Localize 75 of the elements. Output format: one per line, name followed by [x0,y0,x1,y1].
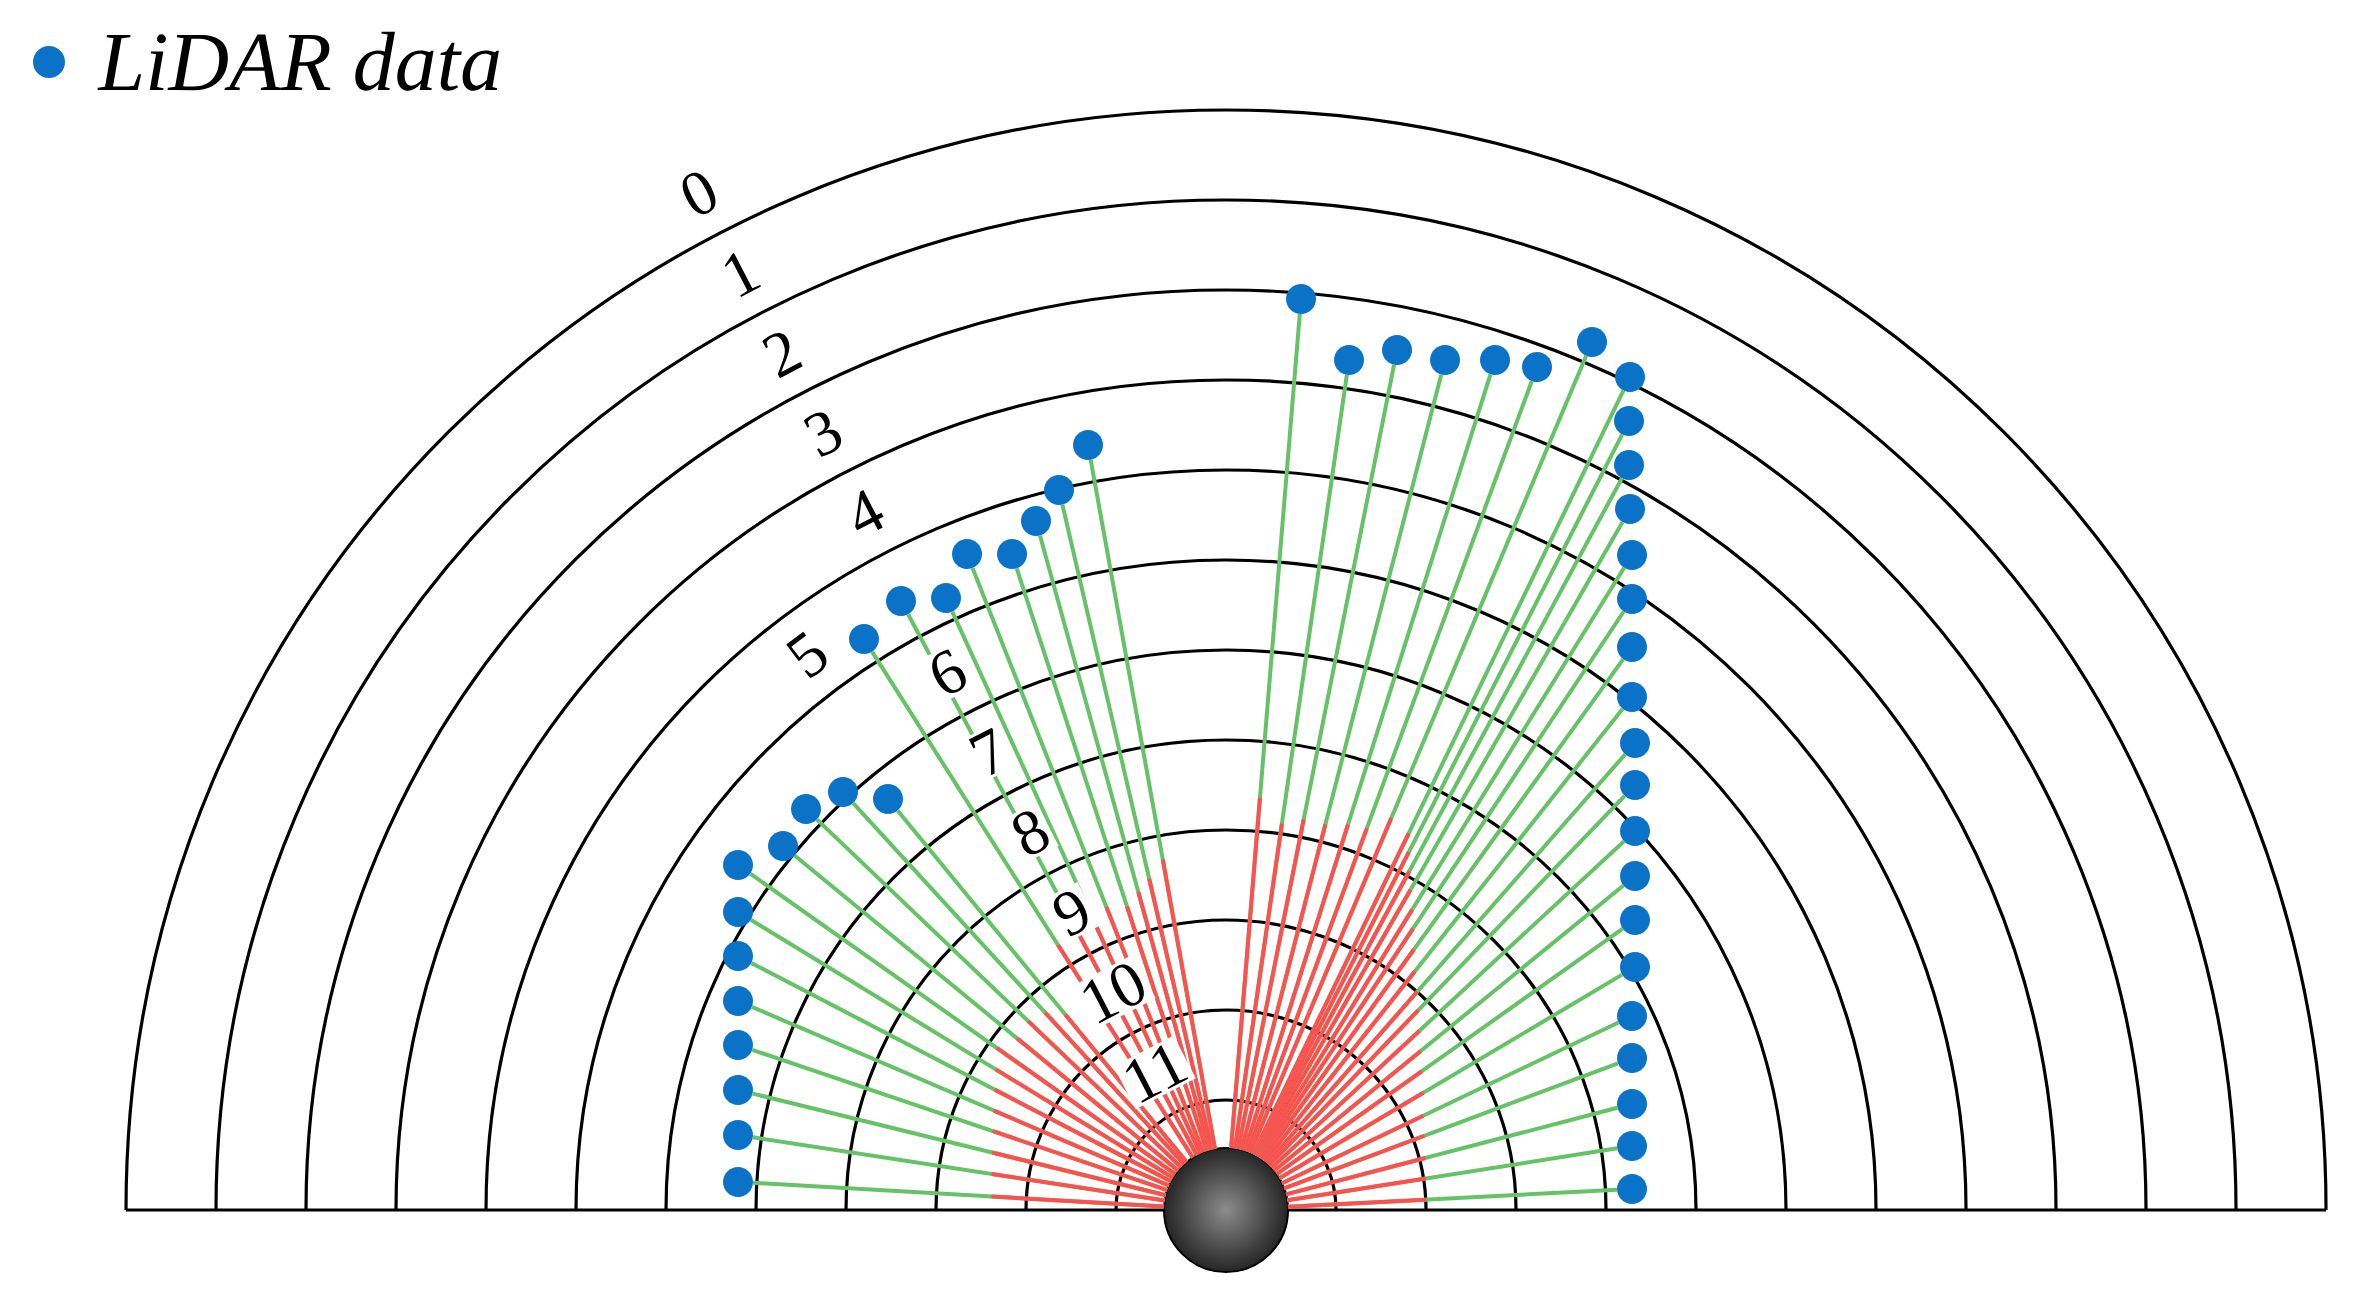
ring-number: 10 [1070,954,1156,1031]
ray [1239,374,1444,1151]
data-point [1382,335,1412,365]
data-point [1614,406,1644,436]
data-point [1620,952,1650,982]
ring-number: 9 [1043,882,1100,944]
data-point [1617,1001,1647,1031]
ray [1245,380,1534,1153]
data-point [873,784,903,814]
data-point [1620,770,1650,800]
ray [1229,313,1302,1149]
ring-number: 11 [1113,1035,1196,1110]
ray [1275,927,1624,1176]
data-point [723,1030,753,1060]
data-point [1617,1131,1647,1161]
data-point [952,539,982,569]
ray [1286,1146,1618,1203]
sphere [1163,1147,1289,1273]
data-point [1620,861,1650,891]
ray [1283,1061,1619,1191]
data-point [1617,632,1647,662]
data-point [1620,728,1650,758]
data-point [997,539,1027,569]
ring-number: 0 [670,162,728,224]
data-point [931,583,961,613]
data-point [723,1120,753,1150]
data-point [1620,905,1650,935]
ray [1242,373,1493,1152]
ray [752,1180,1165,1209]
ray [1281,1020,1620,1186]
ring-number: 5 [777,624,838,686]
data-point [1617,1043,1647,1073]
ray [1285,1105,1618,1197]
data-point [1615,362,1645,392]
data-point [1044,475,1074,505]
data-point [723,1167,753,1197]
data-point [1620,816,1650,846]
data-point [886,586,916,616]
legend-label: LiDAR data [97,31,499,91]
ring-number: 6 [919,642,976,704]
ring-number: 7 [961,722,1017,783]
data-point [723,941,753,971]
data-point [723,850,753,880]
data-point [1430,345,1460,375]
ray [752,1135,1166,1203]
ring-number: 8 [1002,802,1059,864]
data-point [1617,584,1647,614]
ray [1278,972,1624,1181]
data-point [1615,494,1645,524]
data-point [1614,450,1644,480]
data-point [723,897,753,927]
data-point [768,831,798,861]
data-point [1286,284,1316,314]
data-point [849,624,879,654]
ray [1232,374,1349,1149]
data-point [1617,540,1647,570]
data-point [1021,506,1051,536]
data-point [723,1075,753,1105]
ring-number: 4 [836,482,893,544]
data-point [1617,1089,1647,1119]
data-point [1480,345,1510,375]
ray [1287,1187,1618,1209]
ray [1236,364,1397,1150]
data-point [1577,327,1607,357]
ring-number: 1 [712,243,769,304]
data-point [1522,352,1552,382]
data-point [791,794,821,824]
data-point [1334,345,1364,375]
ring-number: 3 [795,402,852,464]
data-point [723,986,753,1016]
data-point [1073,430,1103,460]
data-point [828,777,858,807]
data-point [1617,682,1647,712]
ring-number: 2 [753,323,810,384]
data-point [1617,1174,1647,1204]
